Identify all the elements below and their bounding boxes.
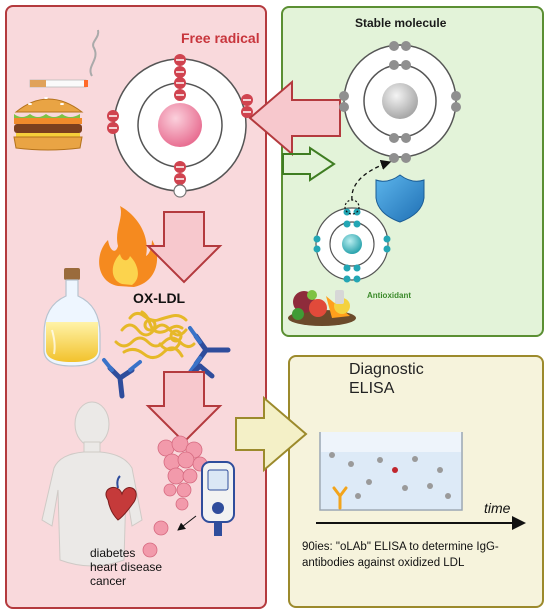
- stable-molecule-atom: [339, 41, 461, 163]
- free-radical-title: Free radical: [181, 30, 260, 46]
- free-radical-atom: [107, 54, 253, 198]
- oxidized-ldl-icon: [114, 310, 196, 359]
- to-stable-arrow: [282, 146, 336, 182]
- donated-electron-arrow: [351, 159, 392, 201]
- steal-electron-arrow: [248, 79, 341, 157]
- diagnostic-note: 90ies: "oLAb" ELISA to determine IgG- an…: [302, 539, 499, 571]
- stable-molecule-title: Stable molecule: [355, 16, 447, 30]
- diagnostic-title-line2: ELISA: [349, 380, 395, 397]
- disease-list: diabetes heart disease cancer: [90, 546, 162, 588]
- down-arrow-1: [145, 211, 223, 284]
- tumor-cells-icon: [142, 435, 208, 558]
- diagnostic-title: Diagnostic ELISA: [349, 360, 424, 398]
- antioxidant-label: Antioxidant: [367, 291, 411, 300]
- time-axis-label: time: [484, 500, 511, 516]
- burger-icon: [13, 97, 84, 151]
- oil-bottle-icon: [43, 268, 101, 367]
- disease-heart: heart disease: [90, 560, 163, 574]
- antioxidant-atom: [313, 199, 391, 283]
- pointer-line: [177, 515, 197, 531]
- cigarette-icon: [29, 29, 100, 88]
- to-diagnostic-arrow: [235, 395, 308, 473]
- glucometer-icon: [201, 461, 235, 536]
- human-body-icon: [41, 401, 143, 567]
- diagnostic-note-line1: 90ies: "oLAb" ELISA to determine IgG-: [302, 541, 499, 553]
- oxldl-label: OX-LDL: [133, 290, 186, 306]
- diagnostic-title-line1: Diagnostic: [349, 361, 424, 378]
- disease-cancer: cancer: [90, 574, 127, 588]
- down-arrow-2: [145, 371, 223, 444]
- fruits-vegetables-icon: [288, 290, 356, 326]
- heart-organ-icon: [105, 475, 137, 521]
- flame-icon: [99, 206, 158, 287]
- diagnostic-note-line2: antibodies against oxidized LDL: [302, 557, 465, 569]
- disease-diabetes: diabetes: [90, 546, 136, 560]
- shield-icon: [375, 174, 425, 223]
- elisa-well-icon: [319, 432, 463, 511]
